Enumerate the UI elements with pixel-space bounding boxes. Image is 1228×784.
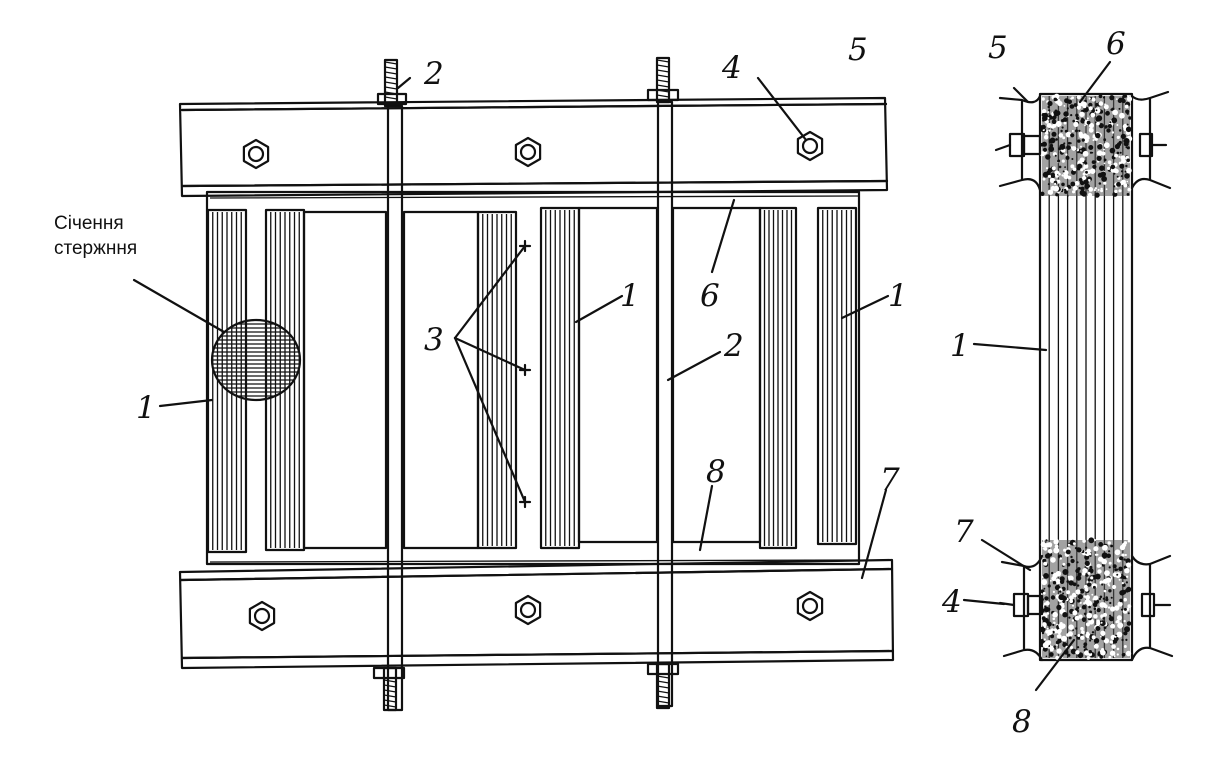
thread-line — [656, 64, 670, 68]
rod-nut-top-right — [646, 88, 680, 102]
side-channel-top-right — [1130, 90, 1172, 190]
label-4-side: 4 — [941, 584, 962, 620]
thread-line — [384, 61, 398, 65]
core-section-cutaway — [210, 318, 302, 402]
thread-line — [384, 76, 398, 80]
thread-line — [384, 81, 398, 85]
bolt-nut-icon — [514, 136, 542, 168]
bolt-nut-icon — [796, 590, 824, 622]
thread-line — [384, 86, 398, 90]
thread-line — [656, 695, 670, 699]
side-insulation-top — [1039, 93, 1133, 198]
label-7-side: 7 — [954, 514, 974, 550]
lamination-marker-crosses — [518, 239, 532, 509]
limb-lamination-lines — [212, 210, 852, 550]
thread-line — [383, 679, 397, 683]
label-4-front: 4 — [721, 50, 742, 86]
bolt-nut-icon — [796, 130, 824, 162]
insulation-strip-bottom — [209, 559, 859, 563]
thread-line — [383, 684, 397, 688]
label-section-caption-1: Січення — [54, 213, 124, 234]
window-center-right — [577, 206, 659, 544]
rod-nut-top-left — [376, 92, 408, 106]
bolt-nut-icon — [242, 138, 270, 170]
thread-line — [656, 680, 670, 684]
thread-line — [383, 704, 397, 708]
thread-line — [383, 694, 397, 698]
leader-lines — [132, 60, 1112, 692]
front-view — [178, 56, 895, 712]
label-6-front: 6 — [700, 278, 720, 314]
thread-line — [656, 79, 670, 83]
label-6-side: 6 — [1106, 26, 1126, 62]
side-channel-bottom-right — [1130, 554, 1174, 662]
rod-nut-bottom-right — [646, 662, 680, 676]
label-7-front: 7 — [880, 462, 900, 498]
window-center-left — [402, 210, 480, 550]
side-channel-bottom-left — [1000, 554, 1044, 662]
label-5-front: 5 — [848, 32, 868, 68]
label-1-side: 1 — [950, 328, 970, 364]
label-8-front: 8 — [706, 454, 726, 490]
limb-left — [206, 208, 248, 554]
side-channel-top-left — [998, 94, 1042, 192]
thread-line — [656, 69, 670, 73]
thread-line — [384, 71, 398, 75]
labels: Січення стержння 1 2 4 5 3 1 6 2 1 8 7 5… — [54, 26, 1126, 740]
thread-line — [656, 59, 670, 63]
label-5-side: 5 — [988, 30, 1008, 66]
side-insulation-bottom — [1039, 537, 1132, 660]
thread-line — [656, 675, 670, 679]
thread-line — [384, 66, 398, 70]
insulation-strip-top — [209, 195, 859, 199]
tie-rod-right — [655, 56, 674, 710]
thread-line — [384, 96, 398, 100]
thread-line — [656, 74, 670, 78]
side-bolt-top — [994, 132, 1168, 158]
window-left — [302, 210, 388, 550]
thread-line — [656, 84, 670, 88]
thread-line — [656, 94, 670, 98]
label-2-top: 2 — [423, 56, 444, 92]
thread-line — [383, 699, 397, 703]
yoke-bolts — [242, 130, 824, 632]
thread-line — [656, 700, 670, 704]
label-section-caption-2: стержння — [54, 238, 137, 259]
label-8-side: 8 — [1012, 704, 1032, 740]
limb-right — [816, 206, 858, 546]
side-view — [994, 90, 1174, 662]
label-1-middle: 1 — [620, 278, 640, 314]
label-2-middle: 2 — [723, 328, 744, 364]
thread-line — [383, 689, 397, 693]
tie-rod-threads — [383, 59, 670, 708]
label-1-right: 1 — [888, 278, 908, 314]
bolt-nut-icon — [248, 600, 276, 632]
thread-line — [656, 690, 670, 694]
rod-nut-bottom-left — [372, 666, 406, 680]
label-3: 3 — [424, 322, 444, 358]
thread-line — [656, 685, 670, 689]
bolt-nut-icon — [514, 594, 542, 626]
label-1-left: 1 — [136, 390, 156, 426]
